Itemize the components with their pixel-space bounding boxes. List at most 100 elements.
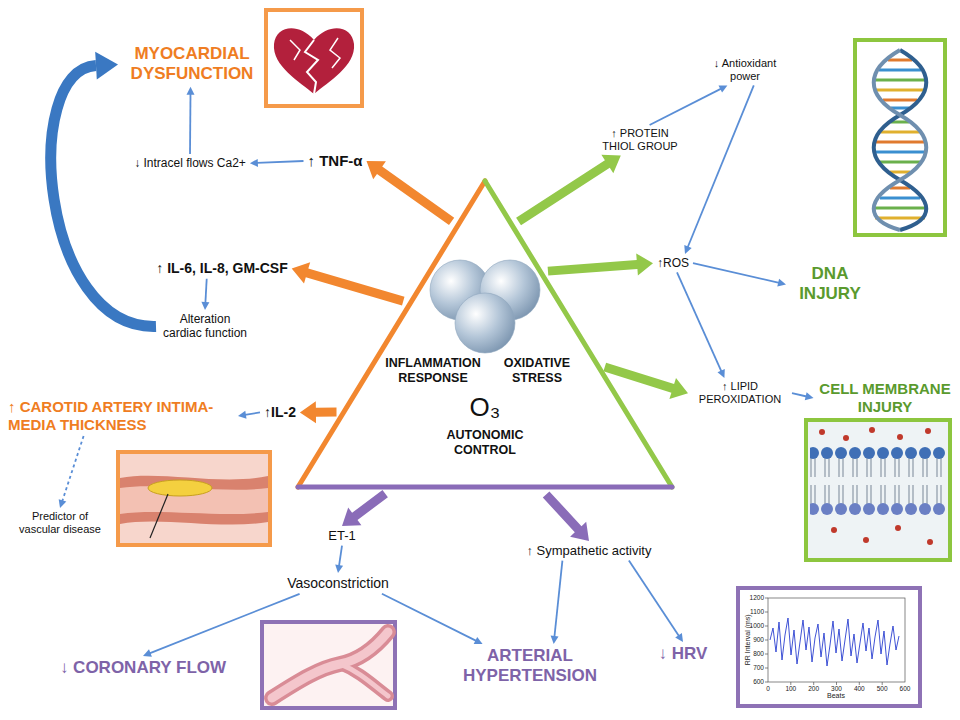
connector-arrow xyxy=(516,155,621,226)
node-text: Predictor of vascular disease xyxy=(10,510,110,536)
node-text: ↑ IL-6, IL-8, GM-CSF xyxy=(156,260,287,277)
text-node: ↓ CORONARY FLOW xyxy=(56,656,230,680)
text-node: ↑ Sympathetic activity xyxy=(523,541,656,561)
connector-arrow xyxy=(238,411,260,419)
membrane-illustration xyxy=(806,420,950,560)
connector-arrow xyxy=(543,491,589,541)
line xyxy=(677,272,722,371)
arrow-head xyxy=(59,499,67,508)
node-text: Vasoconstriction xyxy=(287,575,389,592)
text-node: CELL MEMBRANE INJURY xyxy=(814,378,957,418)
tick-label: 100 xyxy=(785,685,796,692)
node-text: ↓ CORONARY FLOW xyxy=(60,658,226,678)
block-arrow xyxy=(516,155,621,226)
arrow-head xyxy=(335,565,343,574)
tick-label: 600 xyxy=(900,685,911,692)
connector-arrow xyxy=(548,253,653,275)
connector-arrow xyxy=(250,159,304,167)
node-text: MYOCARDIAL DYSFUNCTION xyxy=(122,44,262,85)
text-node: ↑ IL-6, IL-8, GM-CSF xyxy=(152,258,291,279)
tick-label: 800 xyxy=(753,650,764,657)
arrow-head xyxy=(250,159,258,167)
arrow-head xyxy=(777,279,786,287)
line xyxy=(629,561,679,637)
connector-arrow xyxy=(143,594,300,657)
node-text: ↑ LIPID PEROXIDATION xyxy=(692,380,788,406)
connector-arrow xyxy=(677,272,725,378)
connector-arrow xyxy=(792,392,814,400)
connector-arrow xyxy=(629,561,683,642)
line xyxy=(792,393,807,396)
connector-arrow xyxy=(367,161,455,225)
connector-arrow xyxy=(187,87,195,154)
tick-label: 1200 xyxy=(750,594,764,601)
text-node: ↑ROS xyxy=(653,254,693,272)
connector-arrow xyxy=(684,85,754,254)
block-arrow xyxy=(292,262,405,305)
line xyxy=(245,412,260,415)
node-text: ARTERIAL HYPERTENSION xyxy=(455,646,605,687)
arrow-head xyxy=(143,649,152,657)
line xyxy=(62,436,83,501)
line xyxy=(189,94,191,154)
arrow-head xyxy=(684,245,691,254)
tick-label: 300 xyxy=(831,685,842,692)
block-arrow xyxy=(367,161,455,225)
text-node: ↓ HRV xyxy=(655,642,712,666)
node-text: ↑ TNF-α xyxy=(307,152,362,170)
line xyxy=(205,279,206,303)
arrow-head xyxy=(474,637,483,644)
node-text: AUTONOMIC CONTROL xyxy=(435,428,535,458)
connector-arrow xyxy=(342,490,388,526)
text-node: Alteration cardiac function xyxy=(156,310,254,343)
node-text: ↓ HRV xyxy=(659,644,708,664)
curved-arrow xyxy=(51,66,156,327)
connector-arrow xyxy=(335,546,343,573)
connector-arrow xyxy=(693,263,786,286)
node-text: ↓ Intracel flows Ca2+ xyxy=(134,156,246,170)
text-node: ↓ Antioxidant power xyxy=(701,55,789,85)
connector-arrow xyxy=(292,262,405,305)
artery-illustration xyxy=(118,452,270,545)
axis-label: Beats xyxy=(827,692,845,700)
text-node: ↑ PROTEIN THIOL GROUP xyxy=(592,125,688,155)
text-node: ↑ CAROTID ARTERY INTIMA-MEDIA THICKNESS xyxy=(4,396,238,436)
tick-label: 400 xyxy=(854,685,865,692)
text-node: DNA INJURY xyxy=(786,262,874,307)
heart-illustration xyxy=(266,10,362,106)
tick-label: 500 xyxy=(877,685,888,692)
node-text: O₃ xyxy=(435,392,535,423)
node-text: ↓ Antioxidant power xyxy=(705,57,785,83)
line xyxy=(688,85,754,247)
node-text: ↑ PROTEIN THIOL GROUP xyxy=(596,127,684,153)
node-text: ↑IL-2 xyxy=(264,404,296,421)
arrow-head xyxy=(238,411,247,419)
arrow-head xyxy=(551,636,559,644)
text-node: ARTERIAL HYPERTENSION xyxy=(451,644,609,689)
line xyxy=(257,161,304,163)
block-arrow xyxy=(342,490,388,526)
line xyxy=(650,89,722,125)
node-text: CELL MEMBRANE INJURY xyxy=(818,380,953,416)
text-node: Predictor of vascular disease xyxy=(6,508,114,538)
node-text: ↑ROS xyxy=(657,256,689,270)
hrv-chart xyxy=(738,588,920,706)
connector-arrow xyxy=(650,85,728,125)
arrow-head xyxy=(805,392,814,400)
line xyxy=(554,561,562,637)
block-arrow xyxy=(543,491,589,541)
line xyxy=(693,263,779,283)
axis-label: RR Interval (ms) xyxy=(743,615,751,666)
connector-arrow xyxy=(59,436,84,508)
arrow-head xyxy=(719,85,728,92)
tick-label: 0 xyxy=(766,685,770,692)
triangle-node: INFLAMMATION RESPONSE OXIDATIVE STRESS O₃ A… xyxy=(295,178,675,490)
node-text: Alteration cardiac function xyxy=(160,312,250,341)
node-text: OXIDATIVE STRESS xyxy=(499,356,575,386)
text-node: ↑IL-2 xyxy=(260,402,300,423)
tick-label: 1100 xyxy=(750,608,764,615)
arrow-head xyxy=(187,87,195,95)
connector-arrow xyxy=(382,594,483,644)
tick-label: 700 xyxy=(753,664,764,671)
node-text: INFLAMMATION RESPONSE xyxy=(383,356,483,386)
